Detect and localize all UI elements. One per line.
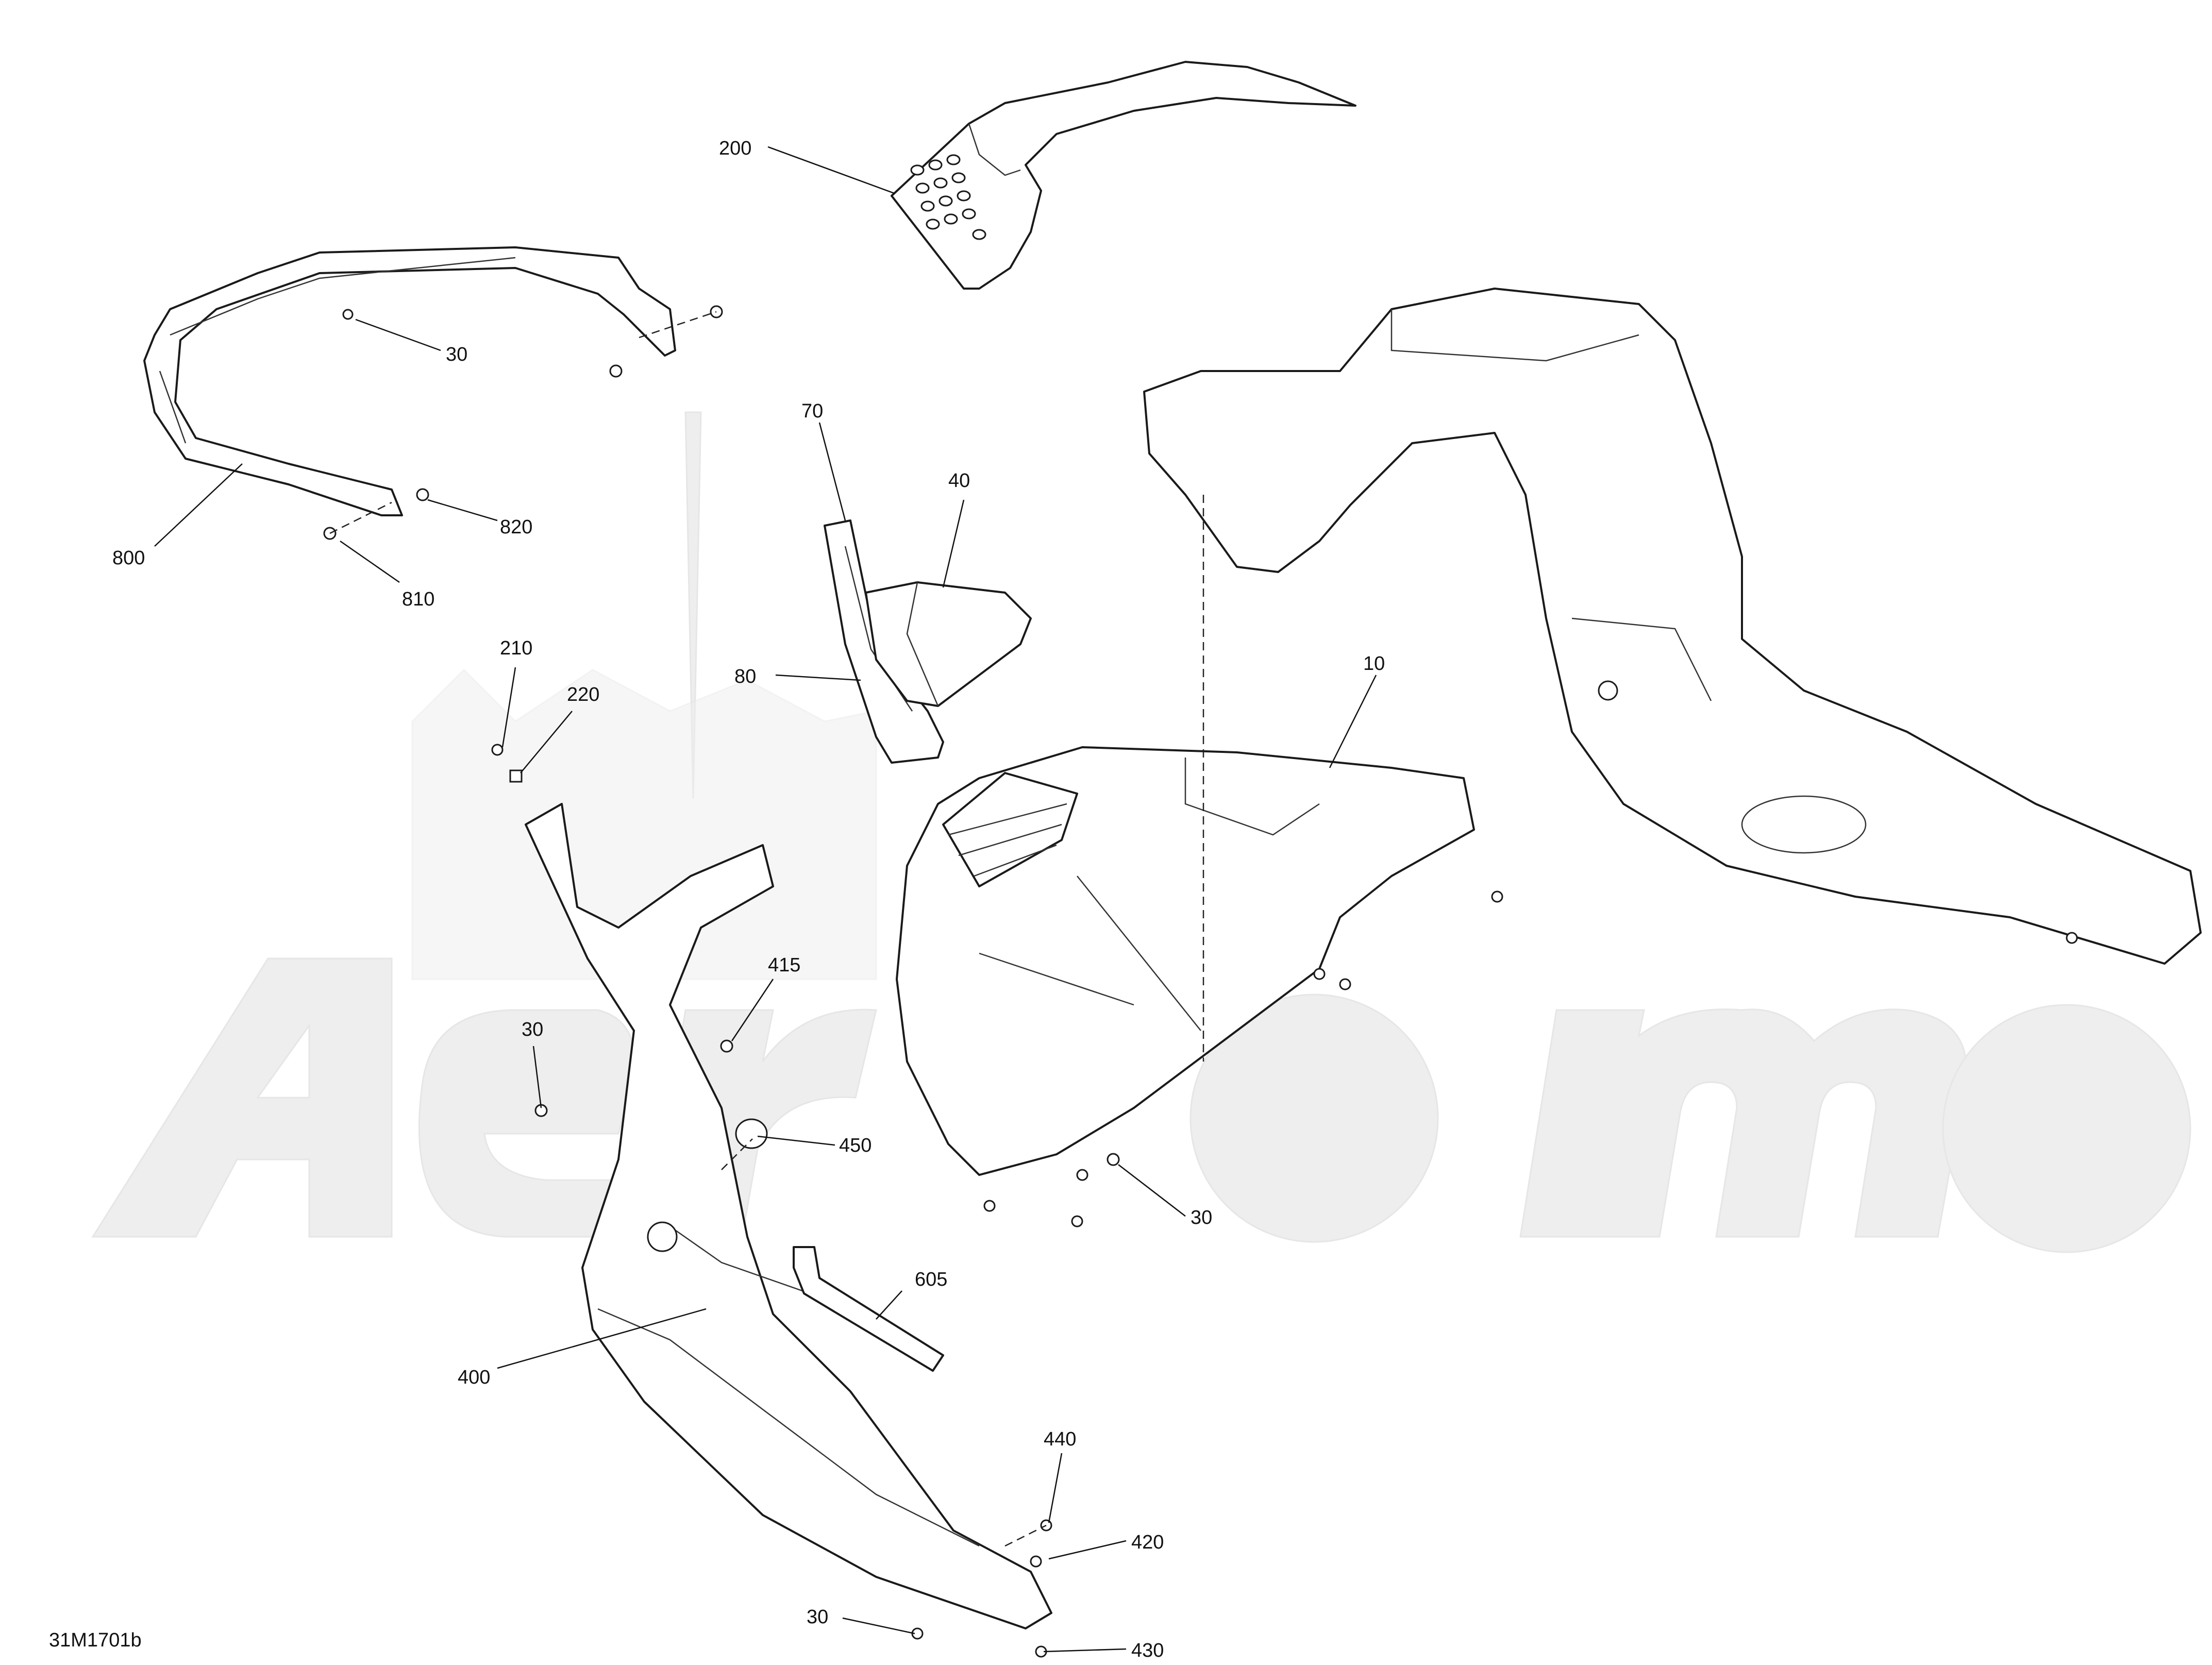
callout-415: 415 xyxy=(768,954,800,976)
callout-40: 40 xyxy=(948,470,970,492)
callout-30-b: 30 xyxy=(522,1019,543,1040)
callout-450: 450 xyxy=(839,1135,872,1156)
part-10-nose xyxy=(896,746,1475,1176)
callout-800: 800 xyxy=(112,547,145,569)
part-40-block xyxy=(865,581,1032,707)
callout-810: 810 xyxy=(402,588,434,610)
callout-70: 70 xyxy=(801,400,823,422)
callout-80: 80 xyxy=(734,666,756,687)
callout-820: 820 xyxy=(500,516,532,538)
callout-30-c: 30 xyxy=(1191,1207,1212,1229)
callout-200: 200 xyxy=(719,138,751,159)
leader-lines xyxy=(154,146,1377,1653)
watermark xyxy=(91,411,2191,1253)
callout-labels: 200 30 800 820 810 70 40 80 210 220 10 4… xyxy=(112,138,1385,1661)
callout-420: 420 xyxy=(1131,1532,1164,1553)
callout-400: 400 xyxy=(458,1367,490,1388)
callout-605: 605 xyxy=(915,1269,947,1290)
callout-430: 430 xyxy=(1131,1640,1164,1661)
part-side-panel xyxy=(1143,288,2202,965)
callout-440: 440 xyxy=(1044,1428,1076,1450)
part-400-lower-panel xyxy=(525,803,1052,1629)
part-605-strip xyxy=(793,1246,944,1372)
holes xyxy=(910,154,986,240)
callout-30-a: 30 xyxy=(446,344,467,365)
drawing-code: 31M1701b xyxy=(49,1629,142,1651)
callout-10: 10 xyxy=(1363,653,1385,675)
callout-220: 220 xyxy=(567,684,599,705)
callout-30-d: 30 xyxy=(807,1606,828,1628)
fasteners xyxy=(323,305,2078,1658)
callout-210: 210 xyxy=(500,637,532,659)
part-200-deflector xyxy=(891,61,1356,290)
part-800-bumper xyxy=(143,246,676,516)
